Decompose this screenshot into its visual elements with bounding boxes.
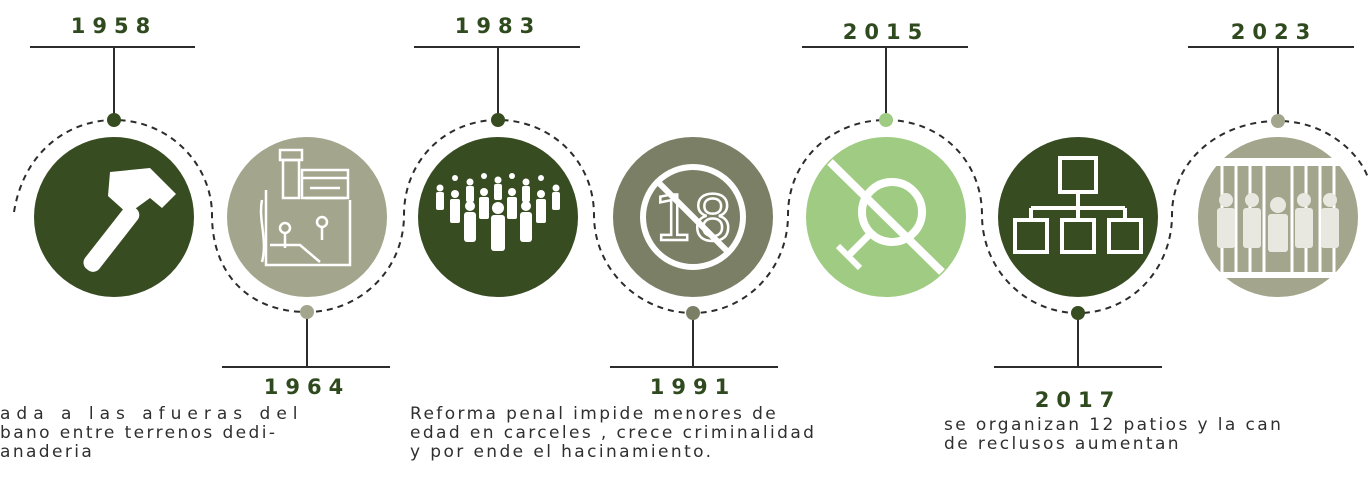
- prisoners-cell-icon: [1212, 158, 1340, 278]
- dot-2017: [1071, 306, 1085, 320]
- dot-1991: [686, 306, 700, 320]
- no-under-18-icon: 18: [640, 164, 746, 270]
- dot-2015: [879, 113, 893, 127]
- description-line: y por ende el hacinamiento.: [410, 442, 714, 462]
- year-label-1991: 1991: [649, 375, 737, 399]
- crowd-icon: [436, 173, 560, 251]
- description-line: ada a las afueras del: [0, 404, 304, 424]
- year-label-1964: 1964: [263, 375, 351, 399]
- prison-map-icon: [259, 148, 352, 267]
- description-1991: Reforma penal impide menores de edad en …: [410, 405, 816, 462]
- description-1958: ada a las afueras del bano entre terreno…: [0, 405, 304, 462]
- event-2015-circle: [806, 137, 966, 297]
- dot-1964: [300, 305, 314, 319]
- no-female-icon: [827, 159, 945, 275]
- year-label-2015: 2015: [842, 20, 930, 44]
- description-2017: se organizan 12 patios y la can de reclu…: [944, 416, 1283, 454]
- event-1991-circle: 18: [613, 137, 773, 297]
- event-1958-circle: [34, 137, 194, 297]
- event-1983-circle: [418, 137, 578, 297]
- dot-1983: [491, 113, 505, 127]
- year-label-1958: 1958: [70, 14, 158, 38]
- event-2023-circle: [1198, 137, 1358, 297]
- description-line: Reforma penal impide menores de: [410, 404, 779, 424]
- year-label-2017: 2017: [1034, 388, 1122, 412]
- description-line: bano entre terrenos dedi-: [0, 423, 278, 443]
- hammer-icon: [83, 168, 176, 272]
- description-line: edad en carceles , crece criminalidad: [410, 423, 817, 443]
- org-chart-icon: [1013, 156, 1143, 254]
- description-line: se organizan 12 patios y la can: [944, 415, 1284, 435]
- year-label-2023: 2023: [1230, 20, 1318, 44]
- dot-2023: [1271, 114, 1285, 128]
- event-2017-circle: [998, 137, 1158, 297]
- dot-1958: [107, 113, 121, 127]
- description-line: de reclusos aumentan: [944, 434, 1181, 454]
- svg-text:18: 18: [654, 182, 733, 255]
- description-line: anaderia: [0, 442, 95, 462]
- top-connectors: [30, 46, 1354, 121]
- bottom-connectors: [222, 312, 1162, 368]
- year-label-1983: 1983: [454, 14, 542, 38]
- event-1964-circle: [227, 137, 387, 297]
